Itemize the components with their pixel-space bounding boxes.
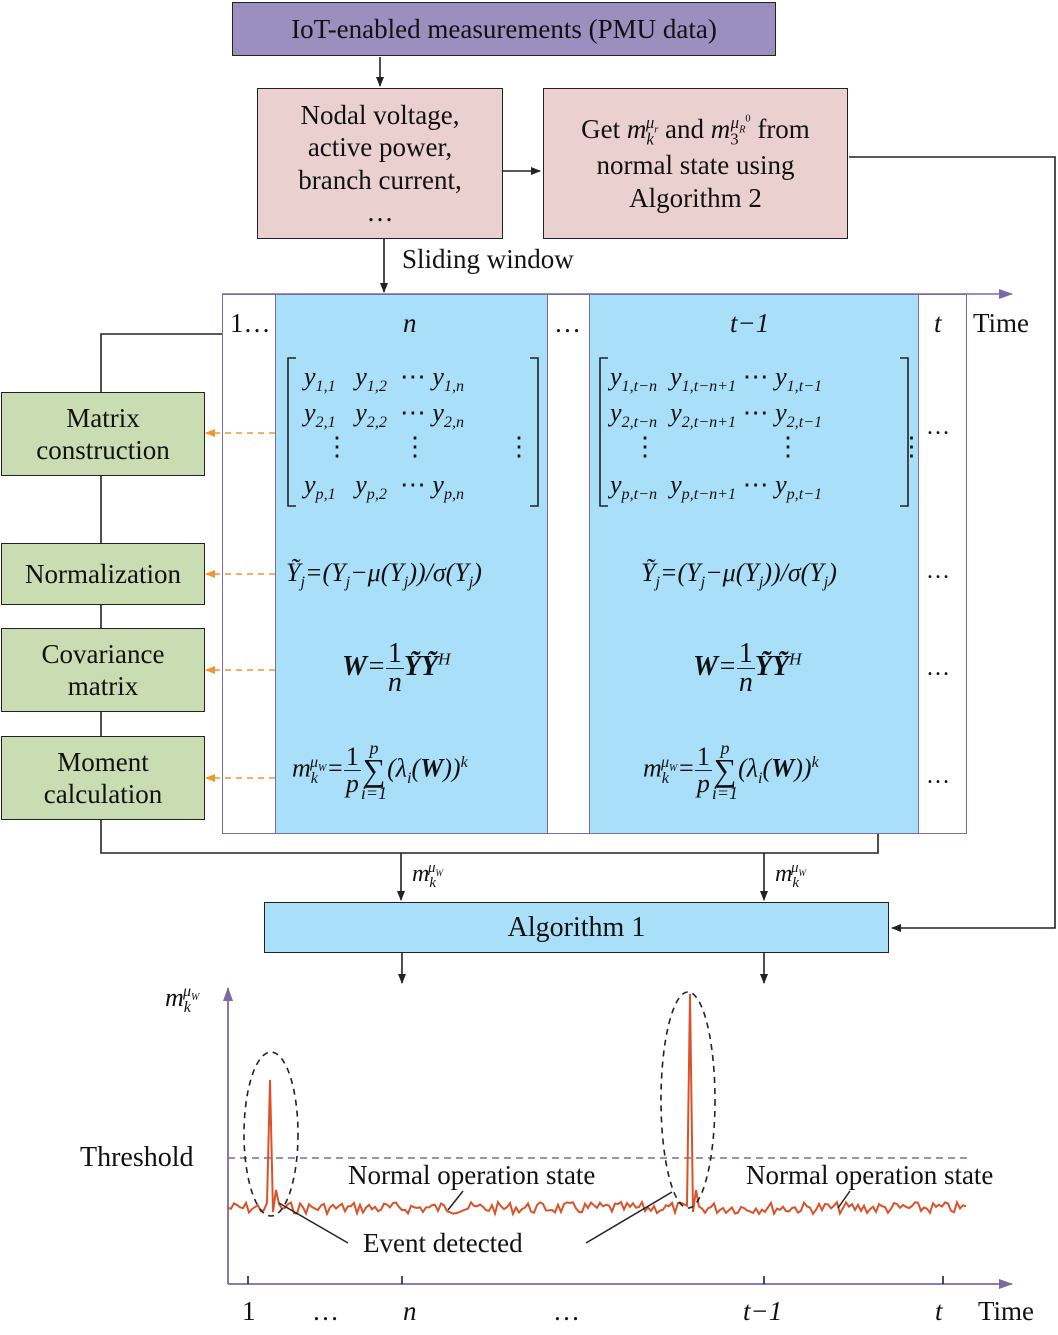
step-covariance-matrix: Covariance matrix	[1, 628, 205, 712]
x-tick-label-t-1: t−1	[743, 1296, 783, 1326]
normal-pointer-1	[447, 1190, 464, 1211]
x-tick-label-1: 1	[242, 1296, 256, 1326]
window-panel-t-1	[589, 294, 919, 834]
chart-y-axis-label: mkμW	[165, 983, 200, 1017]
dots-matrix: …	[926, 414, 950, 440]
window-label-n: n	[403, 308, 417, 338]
x-tick-label-dots-1: …	[312, 1296, 339, 1326]
get-line-3: Algorithm 2	[629, 182, 762, 213]
step-moment-calculation: Moment calculation	[1, 736, 205, 820]
window-label-dots: …	[554, 308, 581, 338]
nodal-measurements-box: Nodal voltage, active power, branch curr…	[257, 88, 503, 239]
normal-pointer-2	[837, 1190, 851, 1209]
x-tick-label-t: t	[935, 1296, 943, 1326]
moment-signal-series	[227, 993, 967, 1217]
dots-normalization: …	[926, 558, 950, 584]
matrix-brackets	[599, 357, 909, 507]
sliding-window-label: Sliding window	[402, 244, 574, 274]
matrix-brackets	[287, 357, 539, 507]
normal-state-label-1: Normal operation state	[348, 1160, 596, 1190]
nodal-line: Nodal voltage,	[300, 99, 460, 130]
dots-covariance: …	[926, 655, 950, 681]
normal-state-label-2: Normal operation state	[746, 1160, 994, 1190]
data-matrix-t-1: y1,t−n y1,t−n+1 ⋯ y1,t−1 y2,t−n y2,t−n+1…	[598, 356, 925, 508]
x-tick-marks	[247, 1276, 944, 1284]
get-line-1: Get mkμr and m3μR0 from	[581, 112, 810, 149]
get-line-2: normal state using	[596, 150, 795, 181]
threshold-label: Threshold	[80, 1142, 194, 1173]
algorithm-1-box: Algorithm 1	[264, 902, 889, 953]
x-tick-label-n: n	[403, 1296, 417, 1326]
event-pointer-1	[278, 1202, 349, 1244]
normalization-formula-t-1: Ỹj=(Yj−μ(Yj))/σ(Yj)	[641, 558, 837, 592]
event-detected-label: Event detected	[363, 1228, 523, 1258]
iot-measurements-box: IoT-enabled measurements (PMU data)	[232, 2, 776, 56]
nodal-line: active power,	[307, 132, 453, 163]
nodal-line: branch current,	[298, 164, 462, 195]
data-matrix-n: y1,1 y1,2 ⋯ y1,n y2,1 y2,2 ⋯ y2,n ⋮ ⋮ ⋮ …	[286, 356, 540, 508]
step-matrix-construction: Matrix construction	[1, 392, 205, 476]
normalization-formula-n: Ỹj=(Yj−μ(Yj))/σ(Yj)	[286, 558, 482, 592]
event-circle-1	[243, 1051, 299, 1217]
nodal-line: …	[366, 196, 394, 227]
dots-moment: …	[926, 763, 950, 789]
x-tick-label-dots-2: …	[553, 1296, 580, 1326]
moment-output-label-n: mkμW	[412, 860, 444, 891]
moment-output-label-t-1: mkμW	[775, 860, 807, 891]
window-label-t: t	[934, 308, 942, 338]
window-panel-n	[275, 294, 548, 834]
normal-state-box: Get mkμr and m3μR0 from normal state usi…	[543, 88, 848, 239]
window-time-label: Time	[973, 308, 1030, 338]
chart-x-axis-label: Time	[978, 1296, 1035, 1326]
event-pointer-2	[585, 1191, 673, 1244]
window-label-1: 1…	[230, 308, 271, 338]
event-circle-2	[660, 991, 716, 1209]
iot-box-label: IoT-enabled measurements (PMU data)	[291, 13, 717, 44]
window-label-t-1: t−1	[730, 308, 770, 338]
step-normalization: Normalization	[1, 543, 205, 605]
